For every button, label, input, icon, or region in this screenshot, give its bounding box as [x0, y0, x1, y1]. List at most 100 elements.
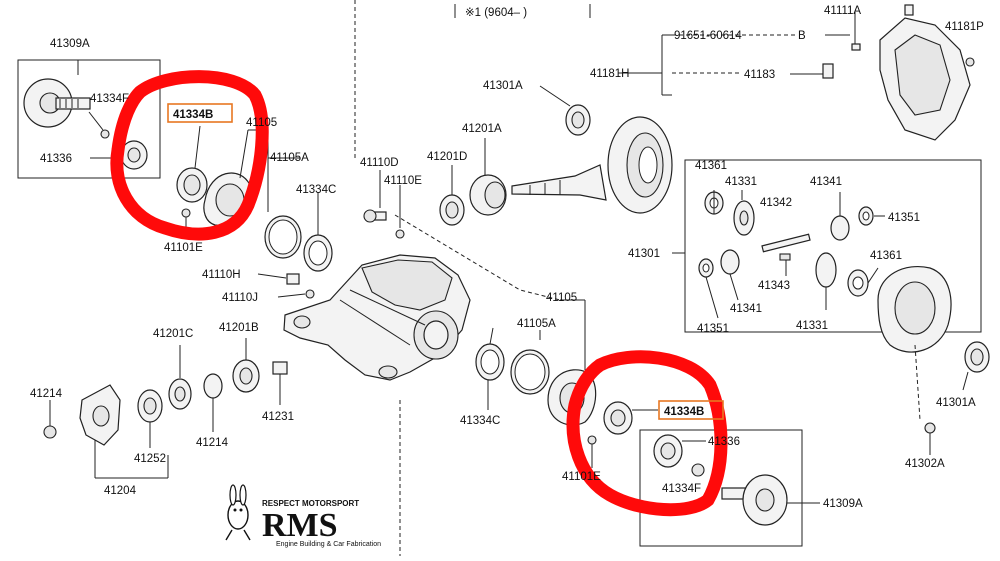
oil-seal-bot: [653, 434, 683, 468]
label-41201B: 41201B: [219, 322, 259, 334]
label-41361-right: 41361: [870, 250, 902, 262]
label-41105-top: 41105: [246, 117, 277, 129]
label-41183: 41183: [744, 69, 775, 81]
label-41301: 41301: [628, 248, 660, 260]
ring-gear: [607, 116, 673, 214]
shim-41334C-top: [303, 234, 333, 272]
rms-logo: RESPECT MOTORSPORT RMS Engine Building &…: [225, 484, 381, 548]
bolt-41101E-bot: [587, 435, 597, 445]
logo-big-text: RMS: [262, 507, 338, 544]
label-41309A-top: 41309A: [50, 38, 90, 50]
label-41231: 41231: [262, 411, 294, 423]
bolt-41302A: [924, 422, 936, 434]
washer-41361-right: [847, 269, 869, 297]
label-41334B-top: 41334B: [173, 109, 213, 121]
inset-box-case: [684, 159, 982, 333]
bolt-41110D: [363, 209, 387, 223]
label-41331-bot: 41331: [796, 320, 828, 332]
label-41341-bot: 41341: [730, 303, 762, 315]
bearing-41334B-bot: [603, 401, 633, 435]
washer-41110E: [395, 229, 405, 239]
label-41101E-left: 41101E: [164, 242, 203, 254]
snap-ring-left: [100, 129, 110, 139]
side-gear-41331-bot: [815, 252, 837, 288]
bearing-41201C: [168, 378, 192, 410]
label-box-41334B-bot: [658, 400, 724, 420]
label-41214-left: 41214: [30, 388, 63, 400]
differential-case: [877, 266, 952, 353]
pinion-shaft-41342: [761, 233, 811, 253]
label-41361-top: 41361: [695, 160, 727, 172]
label-41334C-mid: 41334C: [460, 415, 500, 427]
logo-top-text: RESPECT MOTORSPORT: [262, 499, 359, 508]
washer-41110J: [305, 289, 315, 299]
plug-41110H: [286, 273, 300, 285]
bolt-41111A: [851, 43, 861, 51]
snap-ring-bot: [691, 463, 705, 477]
label-41105A-top: 41105A: [270, 152, 309, 164]
bearing-41201D: [439, 194, 465, 226]
rabbit-mascot-icon: [225, 484, 251, 541]
spacer-41231: [272, 361, 288, 375]
label-41309A-bot: 41309A: [823, 498, 863, 510]
pinion-gear-41341-bot: [720, 249, 740, 275]
label-41334F-bot: 41334F: [662, 483, 701, 495]
label-41341-top: 41341: [810, 176, 842, 188]
bearing-41334B-top: [176, 167, 208, 203]
label-41201A: 41201A: [462, 123, 502, 135]
bearing-41201A: [469, 174, 507, 216]
oil-seal-left: [120, 140, 148, 170]
label-41252: 41252: [134, 453, 166, 465]
plug-41181Q: [904, 4, 914, 16]
gasket-41105-top: [264, 215, 302, 259]
flange-bot: [721, 474, 788, 526]
label-41331-top: 41331: [725, 176, 757, 188]
label-41110D: 41110D: [360, 157, 399, 169]
label-41214-bot: 41214: [196, 437, 229, 449]
seal-41301A-right: [964, 341, 990, 373]
label-41301A-top: 41301A: [483, 80, 523, 92]
label-41181H: 41181H: [590, 68, 629, 80]
label-41201C: 41201C: [153, 328, 193, 340]
highlight-ring-right: [566, 350, 728, 517]
seal-41301A-top: [565, 104, 591, 136]
label-41302A: 41302A: [905, 458, 945, 470]
label-41204: 41204: [104, 485, 137, 497]
spacer-41214: [203, 373, 223, 399]
pin-41343: [779, 253, 791, 261]
companion-flange: [79, 384, 121, 446]
label-box-41334B-top: [167, 103, 233, 123]
side-gear-41331-top: [733, 200, 755, 236]
bearing-41201B: [232, 359, 260, 393]
differential-carrier: [283, 254, 471, 381]
drive-pinion: [511, 164, 607, 201]
label-41334C-top: 41334C: [296, 184, 336, 196]
variant-text: ※1 (9604– ): [465, 7, 527, 19]
label-41105A-mid: 41105A: [517, 318, 556, 330]
label-41301A-right: 41301A: [936, 397, 976, 409]
plate-41183: [822, 63, 834, 79]
label-41336-bot: 41336: [708, 436, 740, 448]
plug-41181P: [965, 57, 975, 67]
washer-41351-right: [858, 206, 874, 226]
label-41111A: 41111A: [824, 5, 861, 17]
label-B: B: [798, 30, 806, 42]
label-41336-left: 41336: [40, 153, 72, 165]
label-41181P: 41181P: [945, 21, 984, 33]
label-41201D: 41201D: [427, 151, 467, 163]
label-41105-mid: 41105: [546, 292, 577, 304]
nut-41214: [43, 425, 57, 439]
flange-left: [23, 78, 91, 128]
label-41101E-bot: 41101E: [562, 471, 601, 483]
label-41334B-bot: 41334B: [664, 406, 704, 418]
gasket-41105-mid: [510, 349, 550, 395]
inset-box-left: [17, 59, 161, 179]
bolt-41101E-top: [181, 208, 191, 218]
label-41342: 41342: [760, 197, 792, 209]
differential-cover: [879, 17, 971, 141]
highlight-ring-left: [110, 70, 269, 241]
label-41110E: 41110E: [384, 175, 422, 187]
label-41110H: 41110H: [202, 269, 241, 281]
oil-seal-41252: [137, 389, 163, 423]
